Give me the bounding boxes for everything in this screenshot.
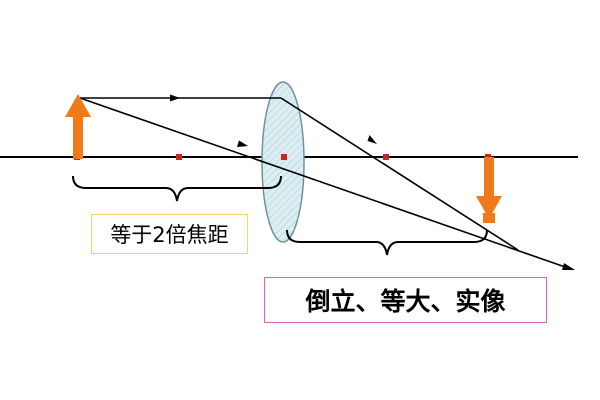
object-distance-brace: [72, 175, 282, 202]
object-distance-label: 等于2倍焦距: [91, 214, 248, 254]
object-arrow-head: [65, 94, 91, 117]
ray-arrowhead: [237, 140, 248, 147]
image-properties-label: 倒立、等大、实像: [264, 277, 547, 323]
lens-hatching: [262, 82, 304, 242]
refracted-ray: [280, 97, 519, 251]
focus-point-f-right: [383, 154, 389, 160]
image-point: [483, 213, 495, 223]
focus-point-f-left: [176, 154, 182, 160]
ray-arrowhead: [170, 94, 180, 102]
image-arrow-shaft: [484, 157, 494, 198]
image-distance-brace: [286, 229, 488, 256]
ray-arrowhead: [367, 135, 377, 144]
lens-center-point: [281, 154, 287, 160]
image-arrow-head: [476, 196, 502, 219]
object-arrow-shaft: [73, 115, 83, 159]
ray-arrowhead: [562, 263, 575, 270]
central-ray: [79, 97, 569, 269]
